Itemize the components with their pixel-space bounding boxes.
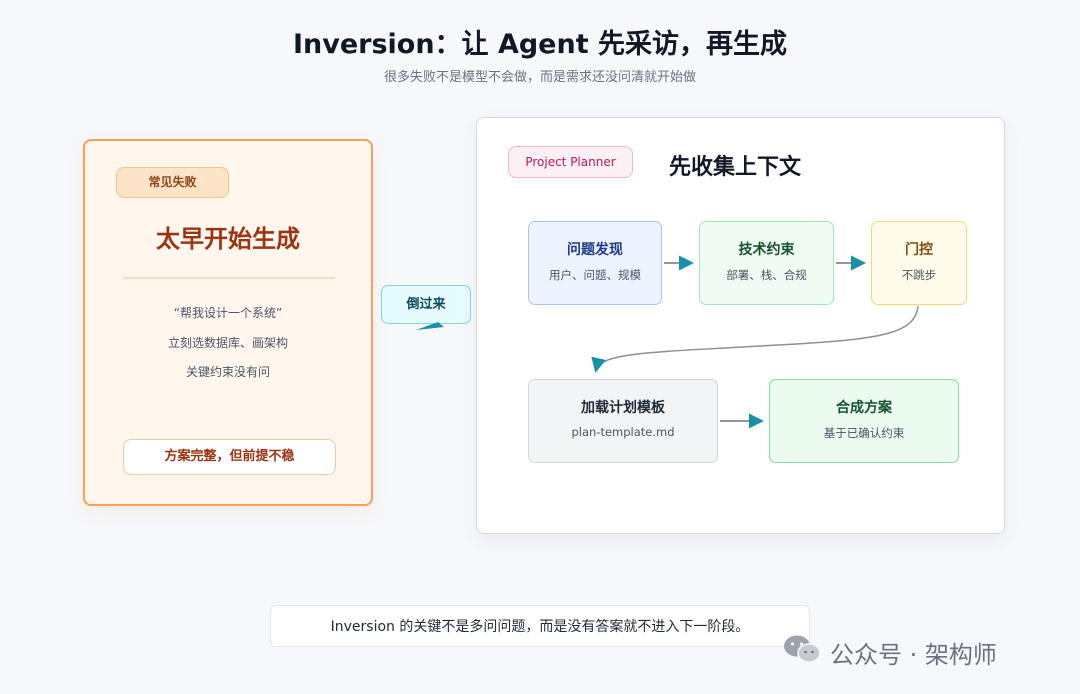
- node-problem-discovery: 问题发现 用户、问题、规模: [528, 221, 662, 305]
- node-title: 合成方案: [836, 400, 892, 416]
- planner-tag: Project Planner: [508, 146, 633, 178]
- wechat-icon: [782, 633, 822, 671]
- node-subtitle: 部署、栈、合规: [726, 268, 807, 282]
- failure-card: 常见失败 太早开始生成 “帮我设计一个系统” 立刻选数据库、画架构 关键约束没有…: [83, 139, 373, 506]
- failure-divider: [123, 277, 335, 279]
- invert-chip: 倒过来: [381, 285, 471, 324]
- watermark-text: 公众号 · 架构师: [830, 640, 997, 669]
- node-load-template: 加载计划模板 plan-template.md: [528, 379, 718, 463]
- node-title: 问题发现: [567, 242, 623, 258]
- failure-heading: 太早开始生成: [156, 225, 300, 253]
- node-title: 技术约束: [738, 242, 795, 258]
- page-subtitle: 很多失败不是模型不会做，而是需求还没问清就开始做: [383, 70, 696, 85]
- watermark: 公众号 · 架构师: [782, 632, 997, 672]
- node-subtitle: 基于已确认约束: [823, 426, 905, 440]
- page-title: Inversion：让 Agent 先采访，再生成: [292, 29, 788, 60]
- failure-line: 关键约束没有问: [185, 365, 270, 379]
- footer-note: Inversion 的关键不是多问问题，而是没有答案就不进入下一阶段。: [270, 605, 810, 647]
- planner-title: 先收集上下文: [669, 155, 802, 180]
- node-synthesize-plan: 合成方案 基于已确认约束: [769, 379, 959, 463]
- node-gate: 门控 不跳步: [871, 221, 967, 305]
- node-title: 加载计划模板: [581, 400, 665, 416]
- node-title: 门控: [905, 242, 933, 258]
- node-subtitle: 不跳步: [901, 268, 937, 282]
- planner-panel: Project Planner 先收集上下文: [476, 117, 1005, 534]
- invert-arrow: [416, 322, 444, 330]
- failure-line: 立刻选数据库、画架构: [167, 336, 288, 350]
- failure-badge: 常见失败: [116, 167, 229, 198]
- arrow-gate-to-template: [591, 305, 919, 373]
- node-subtitle: plan-template.md: [571, 425, 675, 439]
- failure-result: 方案完整，但前提不稳: [123, 439, 336, 475]
- node-tech-constraints: 技术约束 部署、栈、合规: [699, 221, 834, 305]
- node-subtitle: 用户、问题、规模: [549, 268, 641, 282]
- failure-line: “帮我设计一个系统”: [173, 306, 283, 320]
